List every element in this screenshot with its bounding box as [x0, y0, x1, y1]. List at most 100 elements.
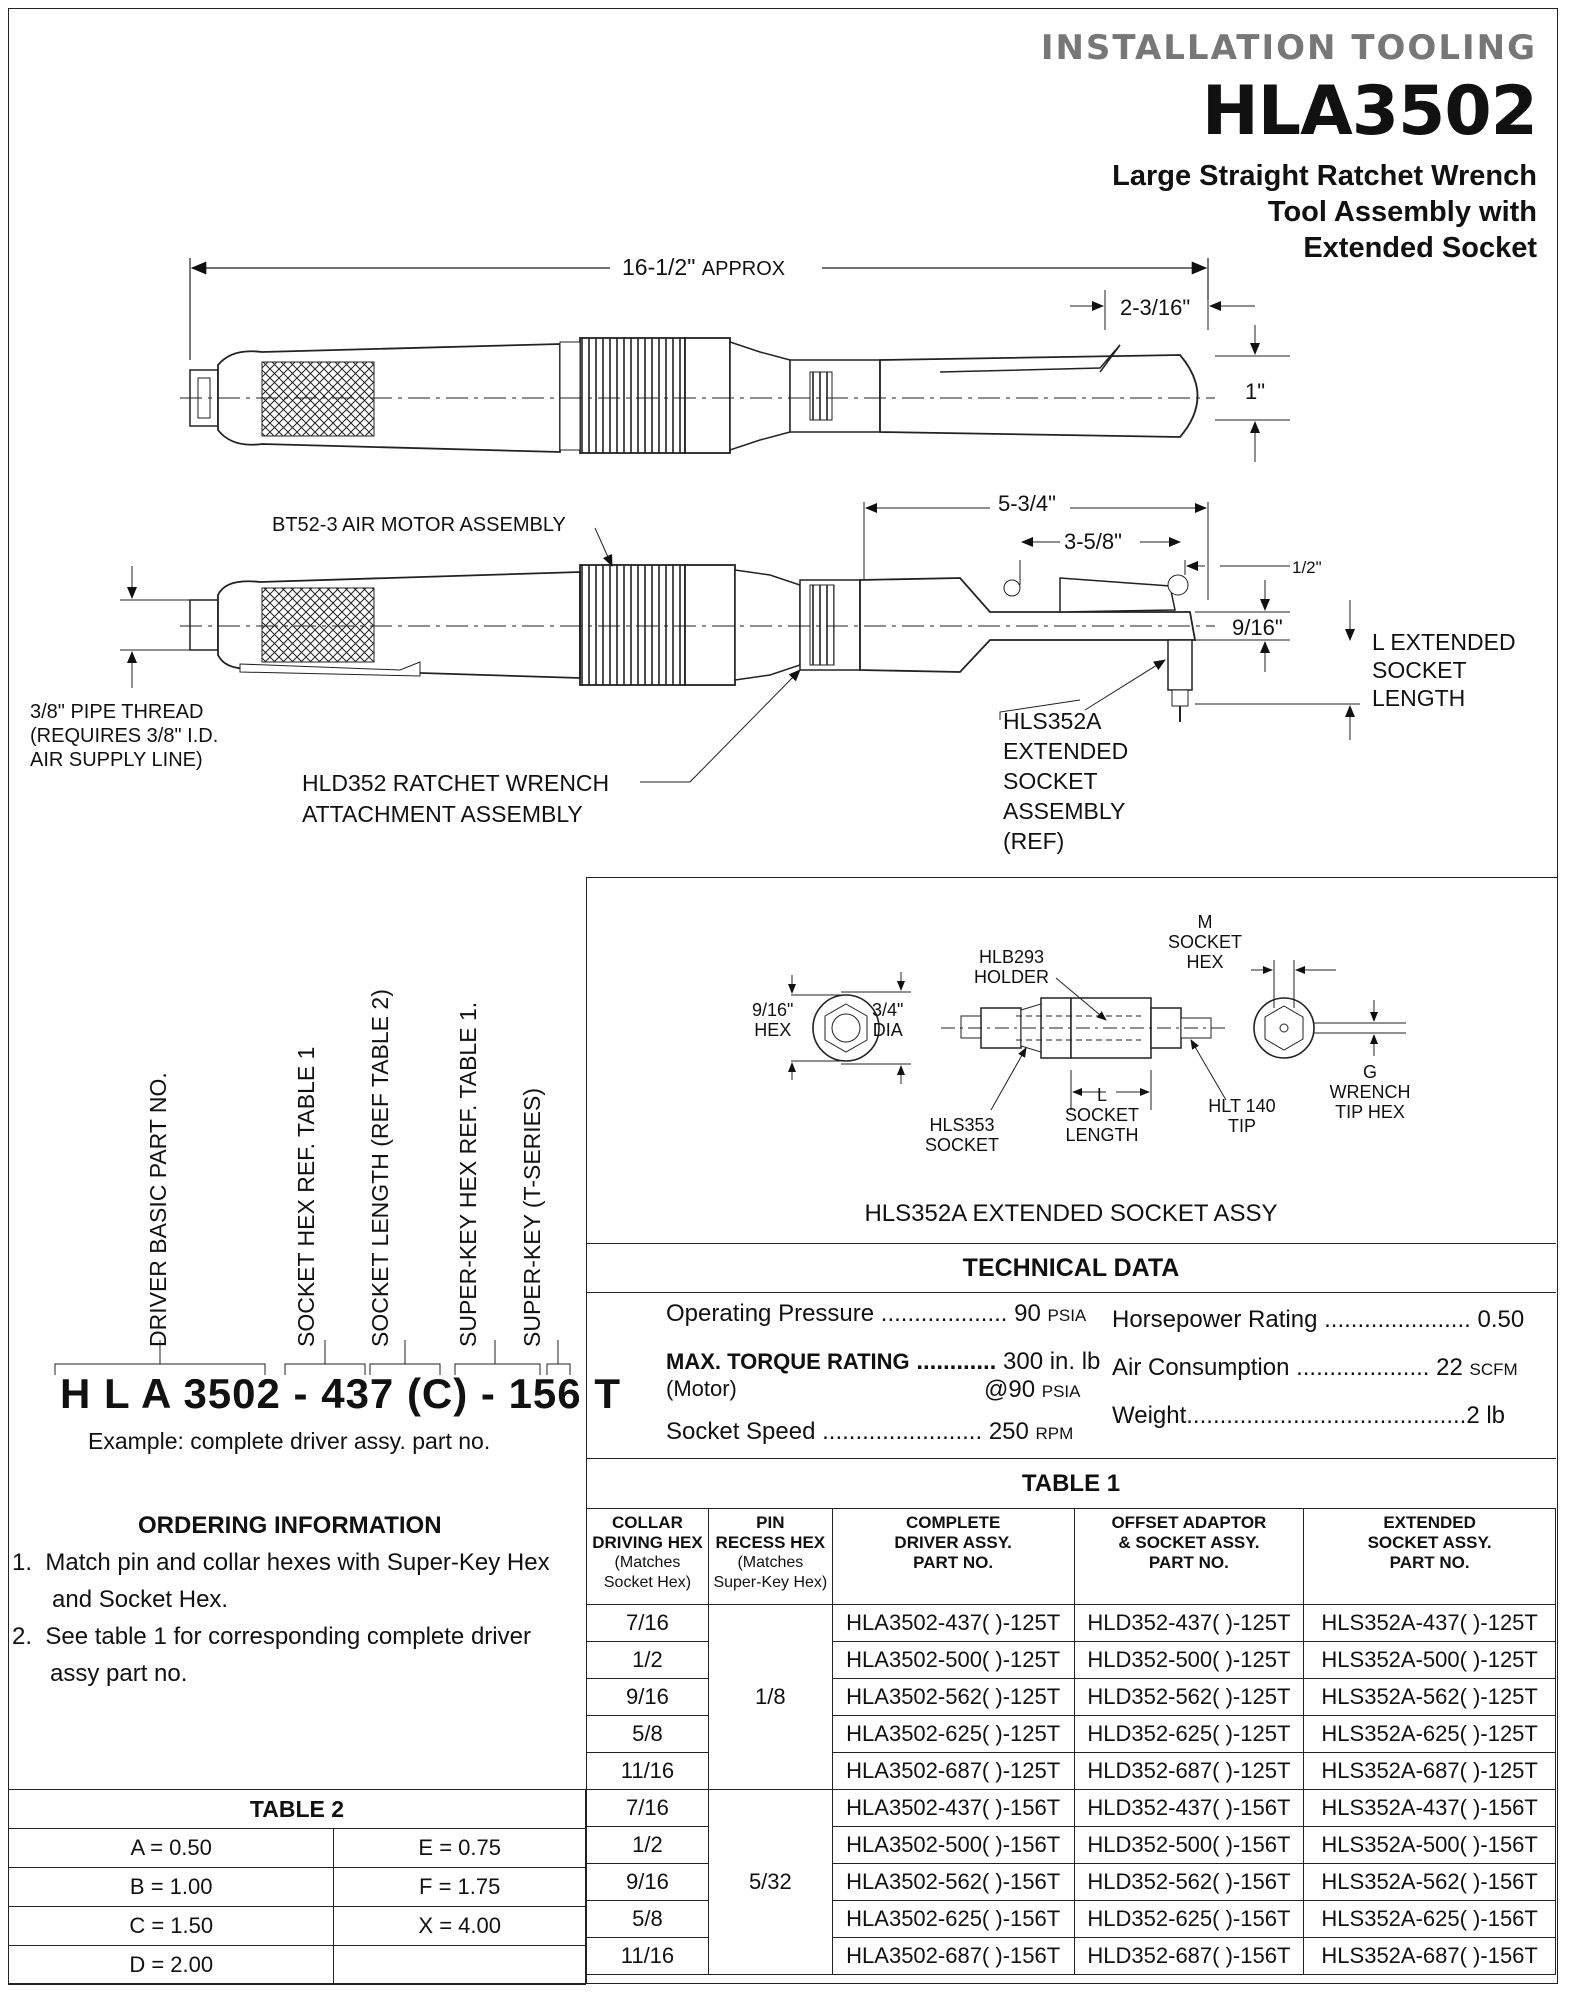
page-frame — [8, 8, 1558, 1984]
th-pin-2: RECESS HEX — [715, 1533, 826, 1552]
l-line-3: LENGTH — [1065, 1125, 1139, 1145]
th-collar-4: Socket Hex) — [603, 1574, 692, 1591]
torque-dots: ............ — [916, 1348, 997, 1375]
table2-empty — [333, 1945, 586, 1985]
table2-b: B = 1.00 — [7, 1867, 335, 1907]
dia-34-word: DIA — [872, 1020, 903, 1040]
th-adaptor-3: PART NO. — [1148, 1553, 1229, 1572]
socket-part-cell: HLS352A-437( )-125T — [1303, 1604, 1556, 1642]
driver-part-cell: HLA3502-437( )-156T — [831, 1789, 1075, 1827]
ordering-list: 1. Match pin and collar hexes with Super… — [12, 1544, 550, 1692]
motor-assembly-label: BT52-3 AIR MOTOR ASSEMBLY — [272, 514, 566, 536]
l-line-2: SOCKET — [1064, 1105, 1139, 1125]
hlt-line-2: TIP — [1227, 1116, 1256, 1136]
driver-part-cell: HLA3502-562( )-156T — [831, 1863, 1075, 1901]
th-socket-2: SOCKET ASSY. — [1367, 1533, 1492, 1552]
speed-label: Socket Speed — [666, 1418, 816, 1445]
m-line-2: SOCKET — [1167, 932, 1242, 952]
op-label: Operating Pressure — [666, 1300, 875, 1327]
collar-hex-cell: 7/16 — [586, 1604, 709, 1642]
th-driver-2: DRIVER ASSY. — [894, 1533, 1012, 1552]
pin-recess-hex-cell: 1/8 — [707, 1604, 833, 1790]
hp-value: 0.50 — [1477, 1306, 1525, 1333]
table2-e: E = 0.75 — [333, 1828, 586, 1868]
socket-part-cell: HLS352A-687( )-125T — [1303, 1752, 1556, 1790]
driver-part-cell: HLA3502-500( )-156T — [831, 1826, 1075, 1864]
attachment-line-2: ATTACHMENT ASSEMBLY — [302, 801, 583, 827]
weight-dots: ........................................… — [1186, 1402, 1467, 1429]
th-driver-3: PART NO. — [913, 1553, 994, 1572]
weight-label: Weight — [1112, 1402, 1187, 1429]
l-extended-line-3: LENGTH — [1372, 685, 1466, 711]
hls353-line-2: SOCKET — [925, 1135, 1000, 1155]
ordering-item-1-num: 1. — [12, 1549, 33, 1576]
socket-part-cell: HLS352A-500( )-156T — [1303, 1826, 1556, 1864]
hex-916-word: HEX — [754, 1020, 792, 1040]
table2-a: A = 0.50 — [7, 1828, 335, 1868]
speed-unit: RPM — [1035, 1424, 1074, 1443]
torque-label: MAX. TORQUE RATING — [666, 1349, 910, 1374]
driver-part-cell: HLA3502-437( )-125T — [831, 1604, 1075, 1642]
collar-hex-cell: 11/16 — [586, 1937, 709, 1975]
adaptor-part-cell: HLD352-500( )-156T — [1073, 1826, 1305, 1864]
socket-detail-drawing — [788, 960, 1406, 1111]
collar-hex-cell: 7/16 — [586, 1789, 709, 1827]
air-dots: .................... — [1296, 1354, 1430, 1381]
part-number-example: Example: complete driver assy. part no. — [88, 1428, 491, 1454]
adaptor-part-cell: HLD352-625( )-125T — [1073, 1715, 1305, 1753]
socket-part-cell: HLS352A-562( )-125T — [1303, 1678, 1556, 1716]
l-extended-line-1: L EXTENDED — [1372, 629, 1516, 655]
dim-head-length — [1070, 290, 1255, 330]
holder-line-2: HOLDER — [974, 967, 1050, 987]
adaptor-part-cell: HLD352-625( )-156T — [1073, 1900, 1305, 1938]
adaptor-part-cell: HLD352-687( )-125T — [1073, 1752, 1305, 1790]
hls353-line-1: HLS353 — [929, 1115, 995, 1135]
table2-d: D = 2.00 — [7, 1945, 335, 1985]
hp-label: Horsepower Rating — [1112, 1306, 1318, 1333]
driver-part-cell: HLA3502-625( )-125T — [831, 1715, 1075, 1753]
socket-detail-caption: HLS352A EXTENDED SOCKET ASSY — [864, 1200, 1278, 1227]
adaptor-part-cell: HLD352-562( )-156T — [1073, 1863, 1305, 1901]
op-dots: ................... — [880, 1300, 1008, 1327]
label-socket-hex: SOCKET HEX REF. TABLE 1 — [293, 1046, 319, 1347]
hex-916-value: 9/16" — [752, 1000, 794, 1020]
attachment-line-1: HLD352 RATCHET WRENCH — [302, 770, 610, 796]
part-number-code: H L A 3502 - 437 (C) - 156 T — [60, 1370, 621, 1417]
dim-1-2-label: 1/2" — [1292, 558, 1322, 577]
ordering-item-2: 2. See table 1 for corresponding complet… — [12, 1618, 550, 1655]
table2-x: X = 4.00 — [333, 1906, 586, 1946]
th-collar-3: (Matches — [614, 1554, 681, 1571]
l-line-1: L — [1096, 1085, 1107, 1105]
operating-pressure-row: Operating Pressure ................... 9… — [666, 1300, 1086, 1328]
torque-at: @90 PSIA — [984, 1376, 1080, 1404]
th-adaptor-2: & SOCKET ASSY. — [1118, 1533, 1260, 1552]
label-driver-basic: DRIVER BASIC PART NO. — [145, 1072, 171, 1347]
speed-dots: ........................ — [822, 1418, 983, 1445]
socket-part-cell: HLS352A-500( )-125T — [1303, 1641, 1556, 1679]
collar-hex-cell: 9/16 — [586, 1678, 709, 1716]
driver-part-cell: HLA3502-500( )-125T — [831, 1641, 1075, 1679]
subtitle-line-1: Large Straight Ratchet Wrench — [1112, 160, 1537, 192]
collar-hex-cell: 11/16 — [586, 1752, 709, 1790]
l-extended-label: L EXTENDED SOCKET LENGTH — [1372, 628, 1516, 712]
socket-part-cell: HLS352A-562( )-156T — [1303, 1863, 1556, 1901]
driver-part-cell: HLA3502-562( )-125T — [831, 1678, 1075, 1716]
ordering-item-1-b: and Socket Hex. — [52, 1586, 229, 1613]
overall-length-value: 16-1/2" — [622, 254, 696, 280]
tech-data-title: TECHNICAL DATA — [586, 1243, 1556, 1293]
dim-head-length-label: 2-3/16" — [1120, 295, 1191, 320]
product-subtitle: Large Straight Ratchet Wrench Tool Assem… — [937, 158, 1537, 266]
socket-part-cell: HLS352A-437( )-156T — [1303, 1789, 1556, 1827]
pin-recess-hex-cell: 5/32 — [707, 1789, 833, 1975]
dim-3-5-8-label: 3-5/8" — [1064, 529, 1122, 554]
